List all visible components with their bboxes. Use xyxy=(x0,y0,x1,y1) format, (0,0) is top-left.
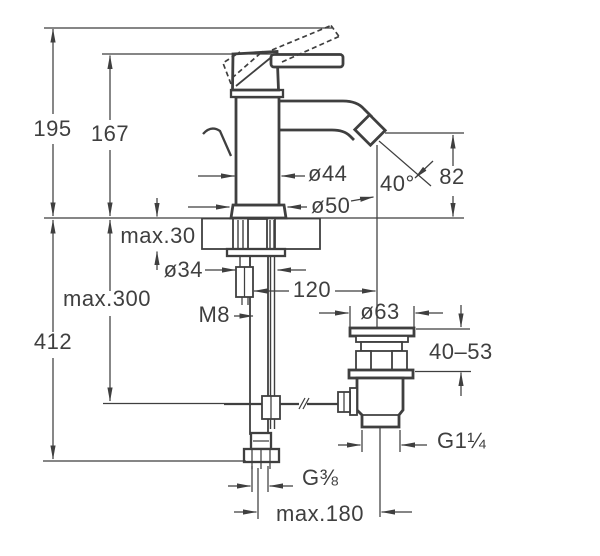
dim-max30-label: max.30 xyxy=(120,223,195,248)
dim-4053-label: 40–53 xyxy=(429,339,493,364)
dim-max300-label: max.300 xyxy=(63,286,151,311)
dim-167-label: 167 xyxy=(91,121,129,146)
dim-g114-label: G1¼ xyxy=(437,428,486,453)
dim-412-label: 412 xyxy=(34,329,72,354)
dim-195-label: 195 xyxy=(33,116,71,141)
countertop xyxy=(44,217,464,251)
faucet-body xyxy=(202,24,388,220)
dimension-lines xyxy=(43,27,471,519)
dimension-labels: 195 167 max.30 ø34 max.300 M8 412 ø44 ø5… xyxy=(33,116,492,526)
dim-angle40-label: 40° xyxy=(380,171,415,196)
dim-dia44-label: ø44 xyxy=(308,161,347,186)
dim-dia63-label: ø63 xyxy=(360,299,399,324)
dim-120-label: 120 xyxy=(293,277,331,302)
spout-stream-reference xyxy=(376,140,434,328)
pop-up-waste-assembly xyxy=(337,326,416,517)
dim-g38-label: G⅜ xyxy=(302,465,339,490)
supply-hose-and-fixing-set xyxy=(103,247,339,469)
dim-m8-label: M8 xyxy=(198,302,230,327)
dim-82-label: 82 xyxy=(439,164,464,189)
dim-dia34-label: ø34 xyxy=(164,257,203,282)
dim-max180-label: max.180 xyxy=(276,501,364,526)
dim-dia50-label: ø50 xyxy=(311,193,350,218)
